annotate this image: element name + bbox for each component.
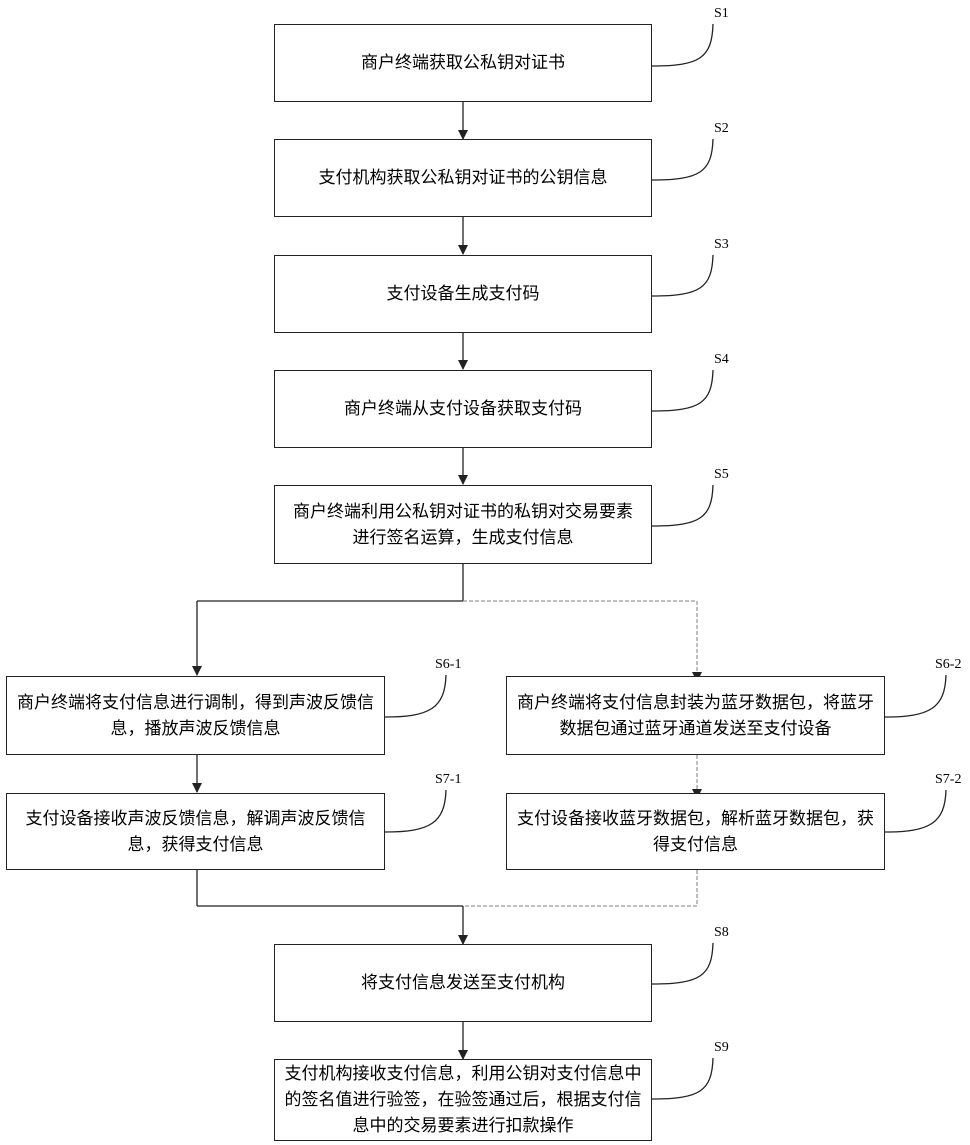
step-label-s7-2: S7-2: [935, 772, 961, 788]
callout-curve-s7-1: [385, 790, 446, 832]
step-label-s5: S5: [714, 467, 729, 483]
step-label-s6-2: S6-2: [935, 657, 961, 673]
step-label-s3: S3: [714, 237, 729, 253]
step-text-s7-2: 支付设备接收蓝牙数据包，解析蓝牙数据包，获得支付信息: [517, 806, 874, 858]
step-label-s7-1: S7-1: [435, 772, 461, 788]
callout-curve-s6-1: [385, 675, 446, 717]
step-label-s8: S8: [714, 925, 729, 941]
callout-curve-s2: [652, 139, 713, 180]
step-box-s2: 支付机构获取公私钥对证书的公钥信息: [274, 139, 652, 217]
step-label-s2: S2: [714, 121, 729, 137]
step-text-s1: 商户终端获取公私钥对证书: [361, 50, 565, 76]
step-text-s9: 支付机构接收支付信息，利用公钥对支付信息中的签名值进行验签，在验签通过后，根据支…: [283, 1061, 643, 1139]
step-box-s8: 将支付信息发送至支付机构: [274, 944, 652, 1022]
step-box-s6-1: 商户终端将支付信息进行调制，得到声波反馈信息，播放声波反馈信息: [6, 676, 385, 755]
step-box-s6-2: 商户终端将支付信息封装为蓝牙数据包，将蓝牙数据包通过蓝牙通道发送至支付设备: [506, 676, 885, 755]
step-box-s7-2: 支付设备接收蓝牙数据包，解析蓝牙数据包，获得支付信息: [506, 793, 885, 870]
step-label-s6-1: S6-1: [435, 657, 461, 673]
step-text-s7-1: 支付设备接收声波反馈信息，解调声波反馈信息，获得支付信息: [17, 806, 374, 858]
step-box-s3: 支付设备生成支付码: [274, 255, 652, 333]
step-label-s4: S4: [714, 352, 729, 368]
callout-curve-s8: [652, 943, 713, 984]
step-box-s4: 商户终端从支付设备获取支付码: [274, 370, 652, 448]
step-text-s6-1: 商户终端将支付信息进行调制，得到声波反馈信息，播放声波反馈信息: [17, 690, 374, 742]
step-text-s8: 将支付信息发送至支付机构: [361, 970, 565, 996]
callout-curve-s5: [652, 485, 713, 526]
step-text-s5: 商户终端利用公私钥对证书的私钥对交易要素进行签名运算，生成支付信息: [285, 499, 641, 551]
step-box-s9: 支付机构接收支付信息，利用公钥对支付信息中的签名值进行验签，在验签通过后，根据支…: [274, 1059, 652, 1141]
callout-curve-s1: [652, 24, 713, 66]
callout-curve-s4: [652, 370, 713, 411]
step-text-s4: 商户终端从支付设备获取支付码: [344, 396, 582, 422]
step-text-s2: 支付机构获取公私钥对证书的公钥信息: [319, 165, 608, 191]
step-box-s7-1: 支付设备接收声波反馈信息，解调声波反馈信息，获得支付信息: [6, 793, 385, 870]
step-label-s1: S1: [714, 6, 729, 22]
callout-curve-s9: [652, 1058, 713, 1099]
step-label-s9: S9: [714, 1040, 729, 1056]
callout-curve-s3: [652, 255, 713, 296]
step-text-s6-2: 商户终端将支付信息封装为蓝牙数据包，将蓝牙数据包通过蓝牙通道发送至支付设备: [517, 690, 874, 742]
step-text-s3: 支付设备生成支付码: [387, 281, 540, 307]
callout-curve-s7-2: [885, 790, 946, 832]
callout-curve-s6-2: [885, 675, 946, 717]
step-box-s1: 商户终端获取公私钥对证书: [274, 24, 652, 102]
step-box-s5: 商户终端利用公私钥对证书的私钥对交易要素进行签名运算，生成支付信息: [274, 485, 652, 564]
